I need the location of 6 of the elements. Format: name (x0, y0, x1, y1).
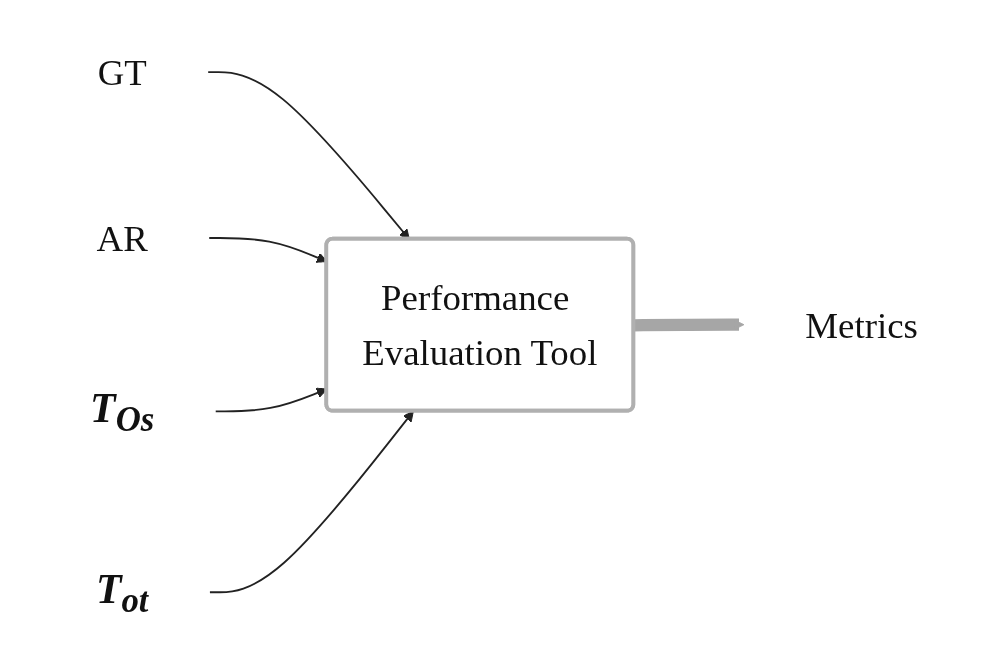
node-text: T$_{ot}$ (95, 565, 149, 620)
node-text: Metrics (805, 304, 918, 345)
node-text: GT (97, 51, 147, 93)
node-text: AR (96, 217, 148, 259)
arrow (209, 410, 414, 594)
node-text: T$_{Os}$ (90, 384, 155, 439)
